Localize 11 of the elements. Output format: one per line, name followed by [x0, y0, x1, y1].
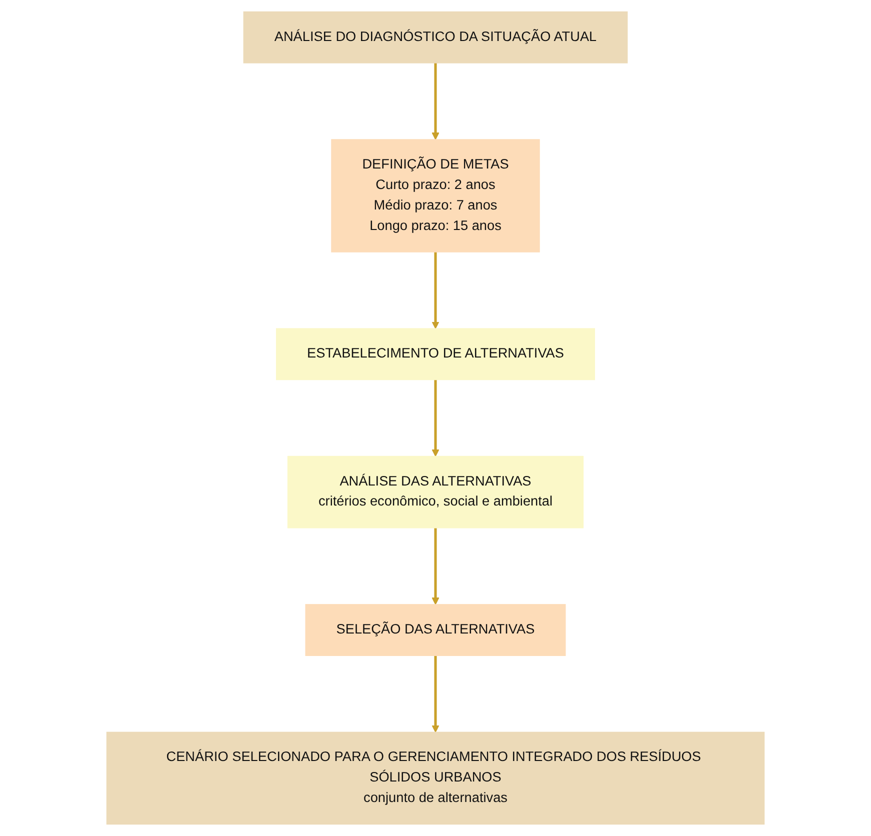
- node-box: CENÁRIO SELECIONADO PARA O GERENCIAMENTO INTEGRADO DOS RESÍDUOS SÓLIDOS URBANOS conjunto de alternativas: [106, 732, 765, 825]
- node-box: SELEÇÃO DAS ALTERNATIVAS: [305, 604, 566, 656]
- arrow: [432, 380, 440, 457]
- node-box: DEFINIÇÃO DE METAS Curto prazo: 2 anos Médio prazo: 7 anos Longo prazo: 15 anos: [331, 139, 540, 252]
- node-box: ANÁLISE DO DIAGNÓSTICO DA SITUAÇÃO ATUAL: [243, 11, 628, 64]
- arrow: [432, 528, 440, 605]
- arrow: [432, 62, 440, 140]
- arrow: [432, 656, 440, 733]
- node-box: ANÁLISE DAS ALTERNATIVAS critérios econômico, social e ambiental: [287, 456, 584, 528]
- node-box: ESTABELECIMENTO DE ALTERNATIVAS: [276, 328, 596, 380]
- arrow: [432, 252, 440, 329]
